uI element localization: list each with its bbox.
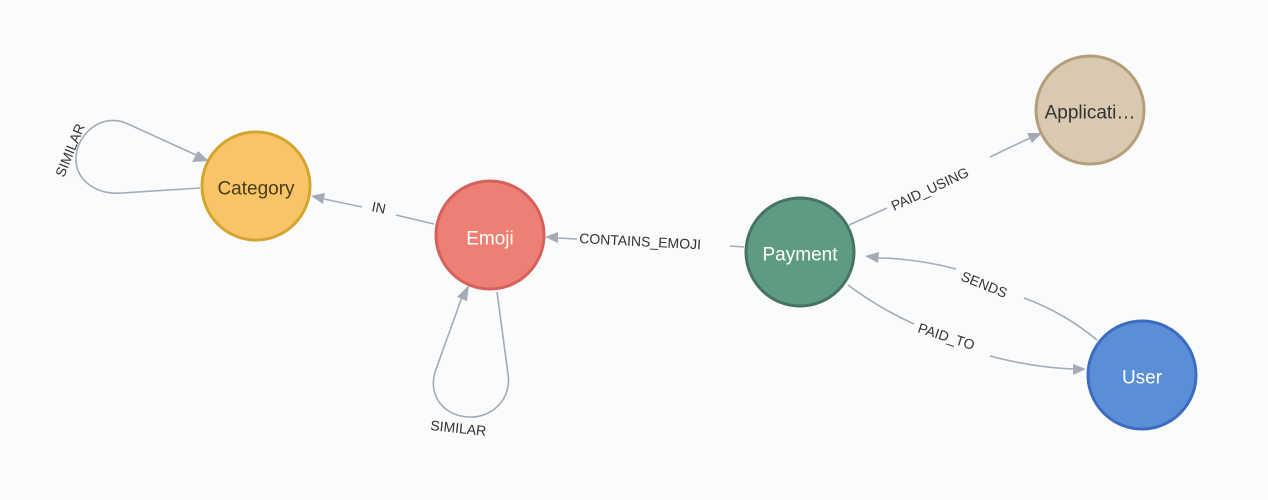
relationship-line [729, 245, 745, 248]
node-circle [434, 179, 546, 291]
node-circle [200, 130, 312, 242]
node-payment[interactable]: Payment [744, 196, 856, 308]
relationship-line [75, 119, 201, 194]
arrowhead-icon [545, 232, 558, 243]
node-user[interactable]: User [1086, 319, 1198, 431]
relationship-line [1023, 297, 1098, 341]
relationship-label: CONTAINS_EMOJI [579, 230, 702, 252]
relationship-line [989, 137, 1031, 158]
arrowhead-icon [192, 151, 209, 162]
node-category[interactable]: Category [200, 130, 312, 242]
relationship-label: SIMILAR [52, 121, 88, 179]
relationship-label: PAID_USING [889, 164, 972, 214]
arrowhead-icon [311, 193, 325, 204]
node-emoji[interactable]: Emoji [434, 179, 546, 291]
arrowhead-icon [865, 252, 879, 263]
relationship-payment-paid-to[interactable]: PAID_TO [847, 284, 1086, 375]
relationship-line [395, 214, 435, 225]
arrowhead-icon [1073, 364, 1086, 375]
relationship-label: SIMILAR [430, 417, 487, 439]
relationship-line [847, 284, 915, 325]
relationship-line [877, 257, 957, 270]
node-circle [1034, 54, 1146, 166]
relationship-payment-contains-emoji[interactable]: CONTAINS_EMOJI [545, 230, 745, 252]
node-application[interactable]: Applicati… [1034, 54, 1146, 166]
relationship-label: IN [370, 198, 387, 217]
relationship-user-sends[interactable]: SENDS [865, 252, 1098, 341]
relationship-line [848, 207, 888, 226]
relationship-line [989, 355, 1074, 370]
relationship-payment-paid-using[interactable]: PAID_USING [848, 133, 1042, 226]
arrowhead-icon [1027, 133, 1042, 143]
arrowhead-icon [457, 285, 469, 301]
relationship-label: SENDS [959, 268, 1010, 301]
relationship-label: PAID_TO [916, 320, 977, 353]
relationship-line [432, 291, 510, 418]
node-circle [1086, 319, 1198, 431]
node-circle [744, 196, 856, 308]
relationship-emoji-similar[interactable]: SIMILAR [430, 285, 510, 439]
relationship-emoji-in[interactable]: IN [311, 193, 435, 225]
relationship-line [323, 198, 363, 208]
relationship-line [555, 237, 578, 240]
relationship-category-similar[interactable]: SIMILAR [52, 119, 209, 194]
